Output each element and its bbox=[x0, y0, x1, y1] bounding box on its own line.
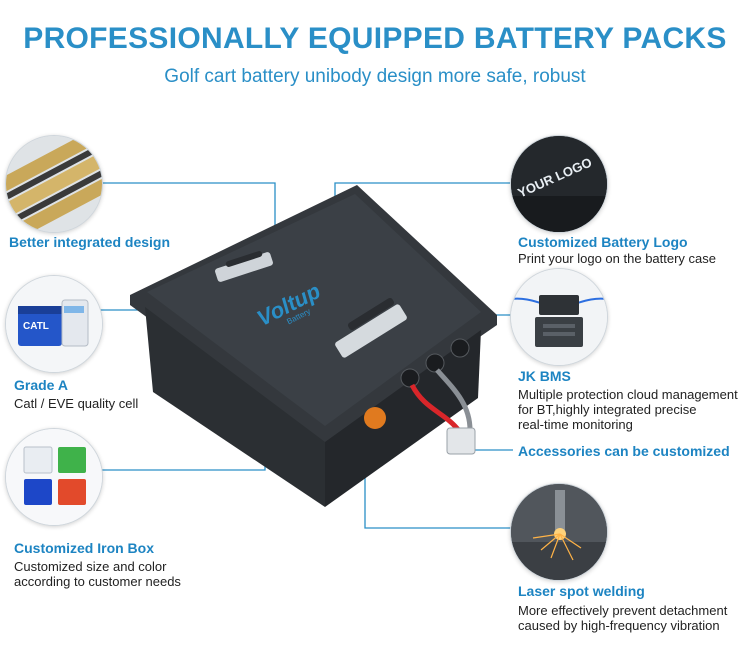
bms-desc-3: real-time monitoring bbox=[518, 417, 633, 432]
iron-box-title: Customized Iron Box bbox=[14, 540, 155, 556]
terminal-3 bbox=[450, 338, 470, 358]
page-subtitle: Golf cart battery unibody design more sa… bbox=[164, 66, 586, 87]
grade-a-title: Grade A bbox=[14, 377, 68, 393]
accessories-title: Accessories can be customized bbox=[518, 443, 730, 459]
iron-box-desc-1: Customized size and color bbox=[14, 559, 167, 574]
welding-spark-icon bbox=[511, 484, 607, 580]
integrated-design-title: Better integrated design bbox=[9, 234, 171, 250]
battery-cells-icon bbox=[6, 276, 102, 372]
battery-logo-title: Customized Battery Logo bbox=[518, 234, 688, 250]
lid-handle-right bbox=[335, 297, 407, 358]
bms-desc-2: for BT,highly integrated precise bbox=[518, 402, 697, 417]
laser-welding-desc-2: caused by high-frequency vibration bbox=[518, 618, 720, 633]
red-cable bbox=[409, 383, 462, 434]
gray-cable bbox=[435, 368, 473, 431]
terminal-2 bbox=[425, 353, 445, 373]
integrated-design-image bbox=[5, 135, 103, 233]
grade-a-desc: Catl / EVE quality cell bbox=[14, 396, 139, 411]
orange-connector bbox=[364, 407, 386, 429]
laser-welding-title: Laser spot welding bbox=[518, 583, 645, 599]
bms-title: JK BMS bbox=[518, 368, 571, 384]
terminal-1 bbox=[400, 368, 420, 388]
anderson-plug bbox=[446, 427, 476, 455]
battery-lid bbox=[147, 194, 481, 426]
battery-logo-image: YOUR LOGO bbox=[510, 135, 608, 233]
battery-side-left bbox=[145, 307, 325, 507]
cell-stack-icon bbox=[6, 136, 102, 232]
battery-logo-desc: Print your logo on the battery case bbox=[518, 251, 717, 266]
cell-brand-label: CATL bbox=[23, 321, 49, 332]
logo-plate-icon bbox=[511, 136, 607, 232]
laser-welding-desc-1: More effectively prevent detachment bbox=[518, 603, 728, 618]
grade-a-image: CATL bbox=[5, 275, 103, 373]
color-boxes-icon bbox=[6, 429, 102, 525]
bms-board-icon bbox=[511, 269, 607, 365]
page-title: PROFESSIONALLY EQUIPPED BATTERY PACKS bbox=[23, 22, 727, 55]
laser-welding-image bbox=[510, 483, 608, 581]
bms-desc-1: Multiple protection cloud management bbox=[518, 387, 738, 402]
bms-image bbox=[510, 268, 608, 366]
iron-box-image bbox=[5, 428, 103, 526]
iron-box-desc-2: according to customer needs bbox=[14, 574, 181, 589]
lid-handle-left bbox=[215, 251, 273, 282]
battery-pack bbox=[130, 185, 497, 507]
